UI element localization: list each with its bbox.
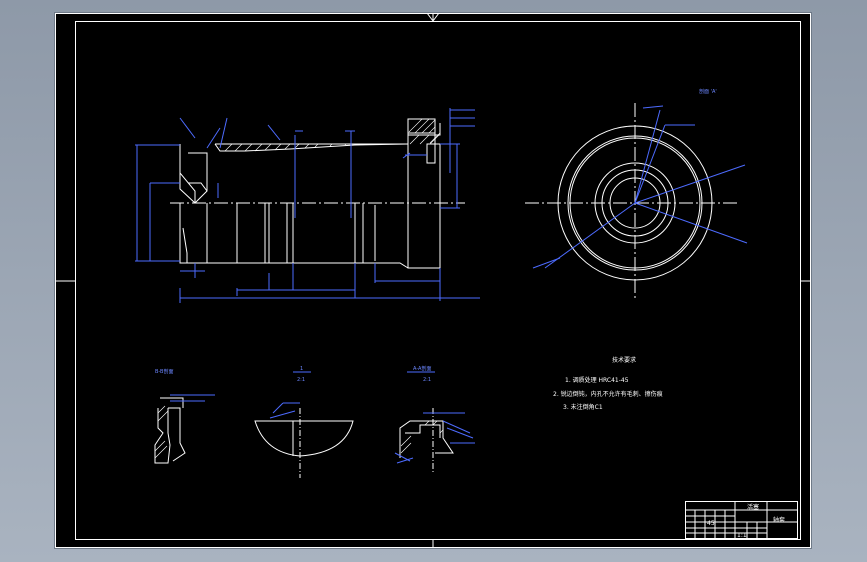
section-a-dims bbox=[394, 412, 475, 464]
centering-marks bbox=[55, 13, 811, 548]
section-a-title: A-A剖面 bbox=[413, 365, 431, 372]
title-block-name: 活塞 bbox=[747, 503, 759, 511]
note-1: 1. 调质处理 HRC41-45 bbox=[565, 376, 629, 384]
bore-circle-outer bbox=[594, 162, 676, 244]
outer-circle bbox=[557, 125, 713, 281]
hatch-section-b bbox=[154, 405, 169, 459]
end-view[interactable]: 剖面 'A' bbox=[525, 88, 748, 298]
title-block-material: 45 bbox=[707, 520, 715, 527]
left-chamfer bbox=[182, 227, 188, 263]
inner-contour-top bbox=[214, 143, 409, 152]
drawing-canvas[interactable]: 剖面 'A' B-B剖面 bbox=[55, 13, 811, 548]
hatch-upper bbox=[224, 132, 441, 152]
end-view-label: 剖面 'A' bbox=[699, 88, 717, 95]
notes-title: 技术要求 bbox=[612, 356, 636, 364]
flange-inner-circle bbox=[569, 137, 701, 269]
section-b-outline bbox=[154, 408, 171, 464]
section-a-inner bbox=[405, 424, 441, 438]
section-a-outline bbox=[399, 420, 454, 458]
left-flange-c bbox=[188, 182, 208, 192]
detail-1-dims bbox=[269, 402, 300, 419]
main-section-view[interactable] bbox=[135, 108, 480, 303]
left-flange-b bbox=[188, 152, 208, 204]
right-groove bbox=[426, 143, 436, 164]
detail-1-view[interactable]: 1 2:1 bbox=[254, 366, 354, 478]
detail-1-outline bbox=[254, 420, 354, 457]
outer-contour-bottom bbox=[179, 203, 409, 269]
section-a-view[interactable]: A-A剖面 2:1 bbox=[394, 365, 475, 473]
sheet-inner-frame bbox=[75, 21, 801, 540]
flange-circle bbox=[567, 135, 703, 271]
note-3: 3. 未注倒角C1 bbox=[563, 403, 603, 411]
title-block-frame bbox=[685, 501, 798, 539]
left-flange-a bbox=[179, 173, 196, 204]
body-rings bbox=[206, 203, 376, 263]
bore-circle-inner bbox=[609, 177, 661, 229]
cad-viewport[interactable]: 剖面 'A' B-B剖面 bbox=[55, 13, 811, 548]
section-b-right bbox=[168, 407, 186, 462]
title-block-part-name: 轴套 bbox=[773, 516, 785, 524]
title-block[interactable]: 活塞 轴套 45 1:1 bbox=[685, 501, 798, 539]
end-view-leaders bbox=[532, 105, 748, 269]
outer-contour-top bbox=[179, 123, 441, 203]
section-b-view[interactable]: B-B剖面 bbox=[154, 368, 215, 464]
section-a-scale: 2:1 bbox=[423, 377, 431, 383]
hatch-right bbox=[408, 118, 436, 134]
detail-1-scale: 2:1 bbox=[297, 377, 305, 383]
bore-circle bbox=[601, 169, 669, 237]
section-b-label: B-B剖面 bbox=[155, 368, 174, 375]
hatch-section-a bbox=[400, 420, 444, 454]
section-b-top bbox=[160, 397, 184, 408]
main-dimensions bbox=[135, 108, 480, 303]
note-2: 2. 锐边倒钝，内孔不允许有毛刺、擦伤痕 bbox=[553, 390, 663, 398]
title-block-scale-row: 1:1 bbox=[737, 532, 747, 539]
detail-1-number: 1 bbox=[300, 366, 303, 372]
technical-notes: 技术要求 1. 调质处理 HRC41-45 2. 锐边倒钝，内孔不允许有毛刺、擦… bbox=[553, 356, 663, 411]
